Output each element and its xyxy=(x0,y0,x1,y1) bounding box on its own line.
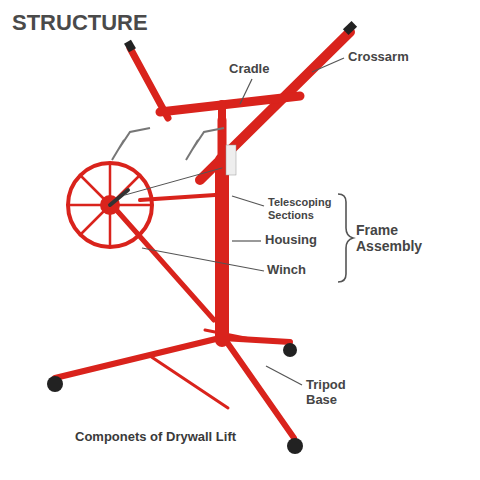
part-label: Winch xyxy=(267,263,306,278)
leader-lines xyxy=(142,58,344,385)
frame-bracket xyxy=(338,194,353,282)
part-label: Telescoping Sections xyxy=(268,196,348,221)
group-label: Frame Assembly xyxy=(356,222,446,254)
lift-frame xyxy=(55,32,350,438)
part-label: Crossarm xyxy=(348,50,409,65)
part-label: Housing xyxy=(265,233,317,248)
part-label: Cradle xyxy=(229,62,269,77)
title: STRUCTURE xyxy=(12,10,148,35)
part-label: Tripod Base xyxy=(306,378,366,408)
caption: Componets of Drywall Lift xyxy=(75,430,236,445)
